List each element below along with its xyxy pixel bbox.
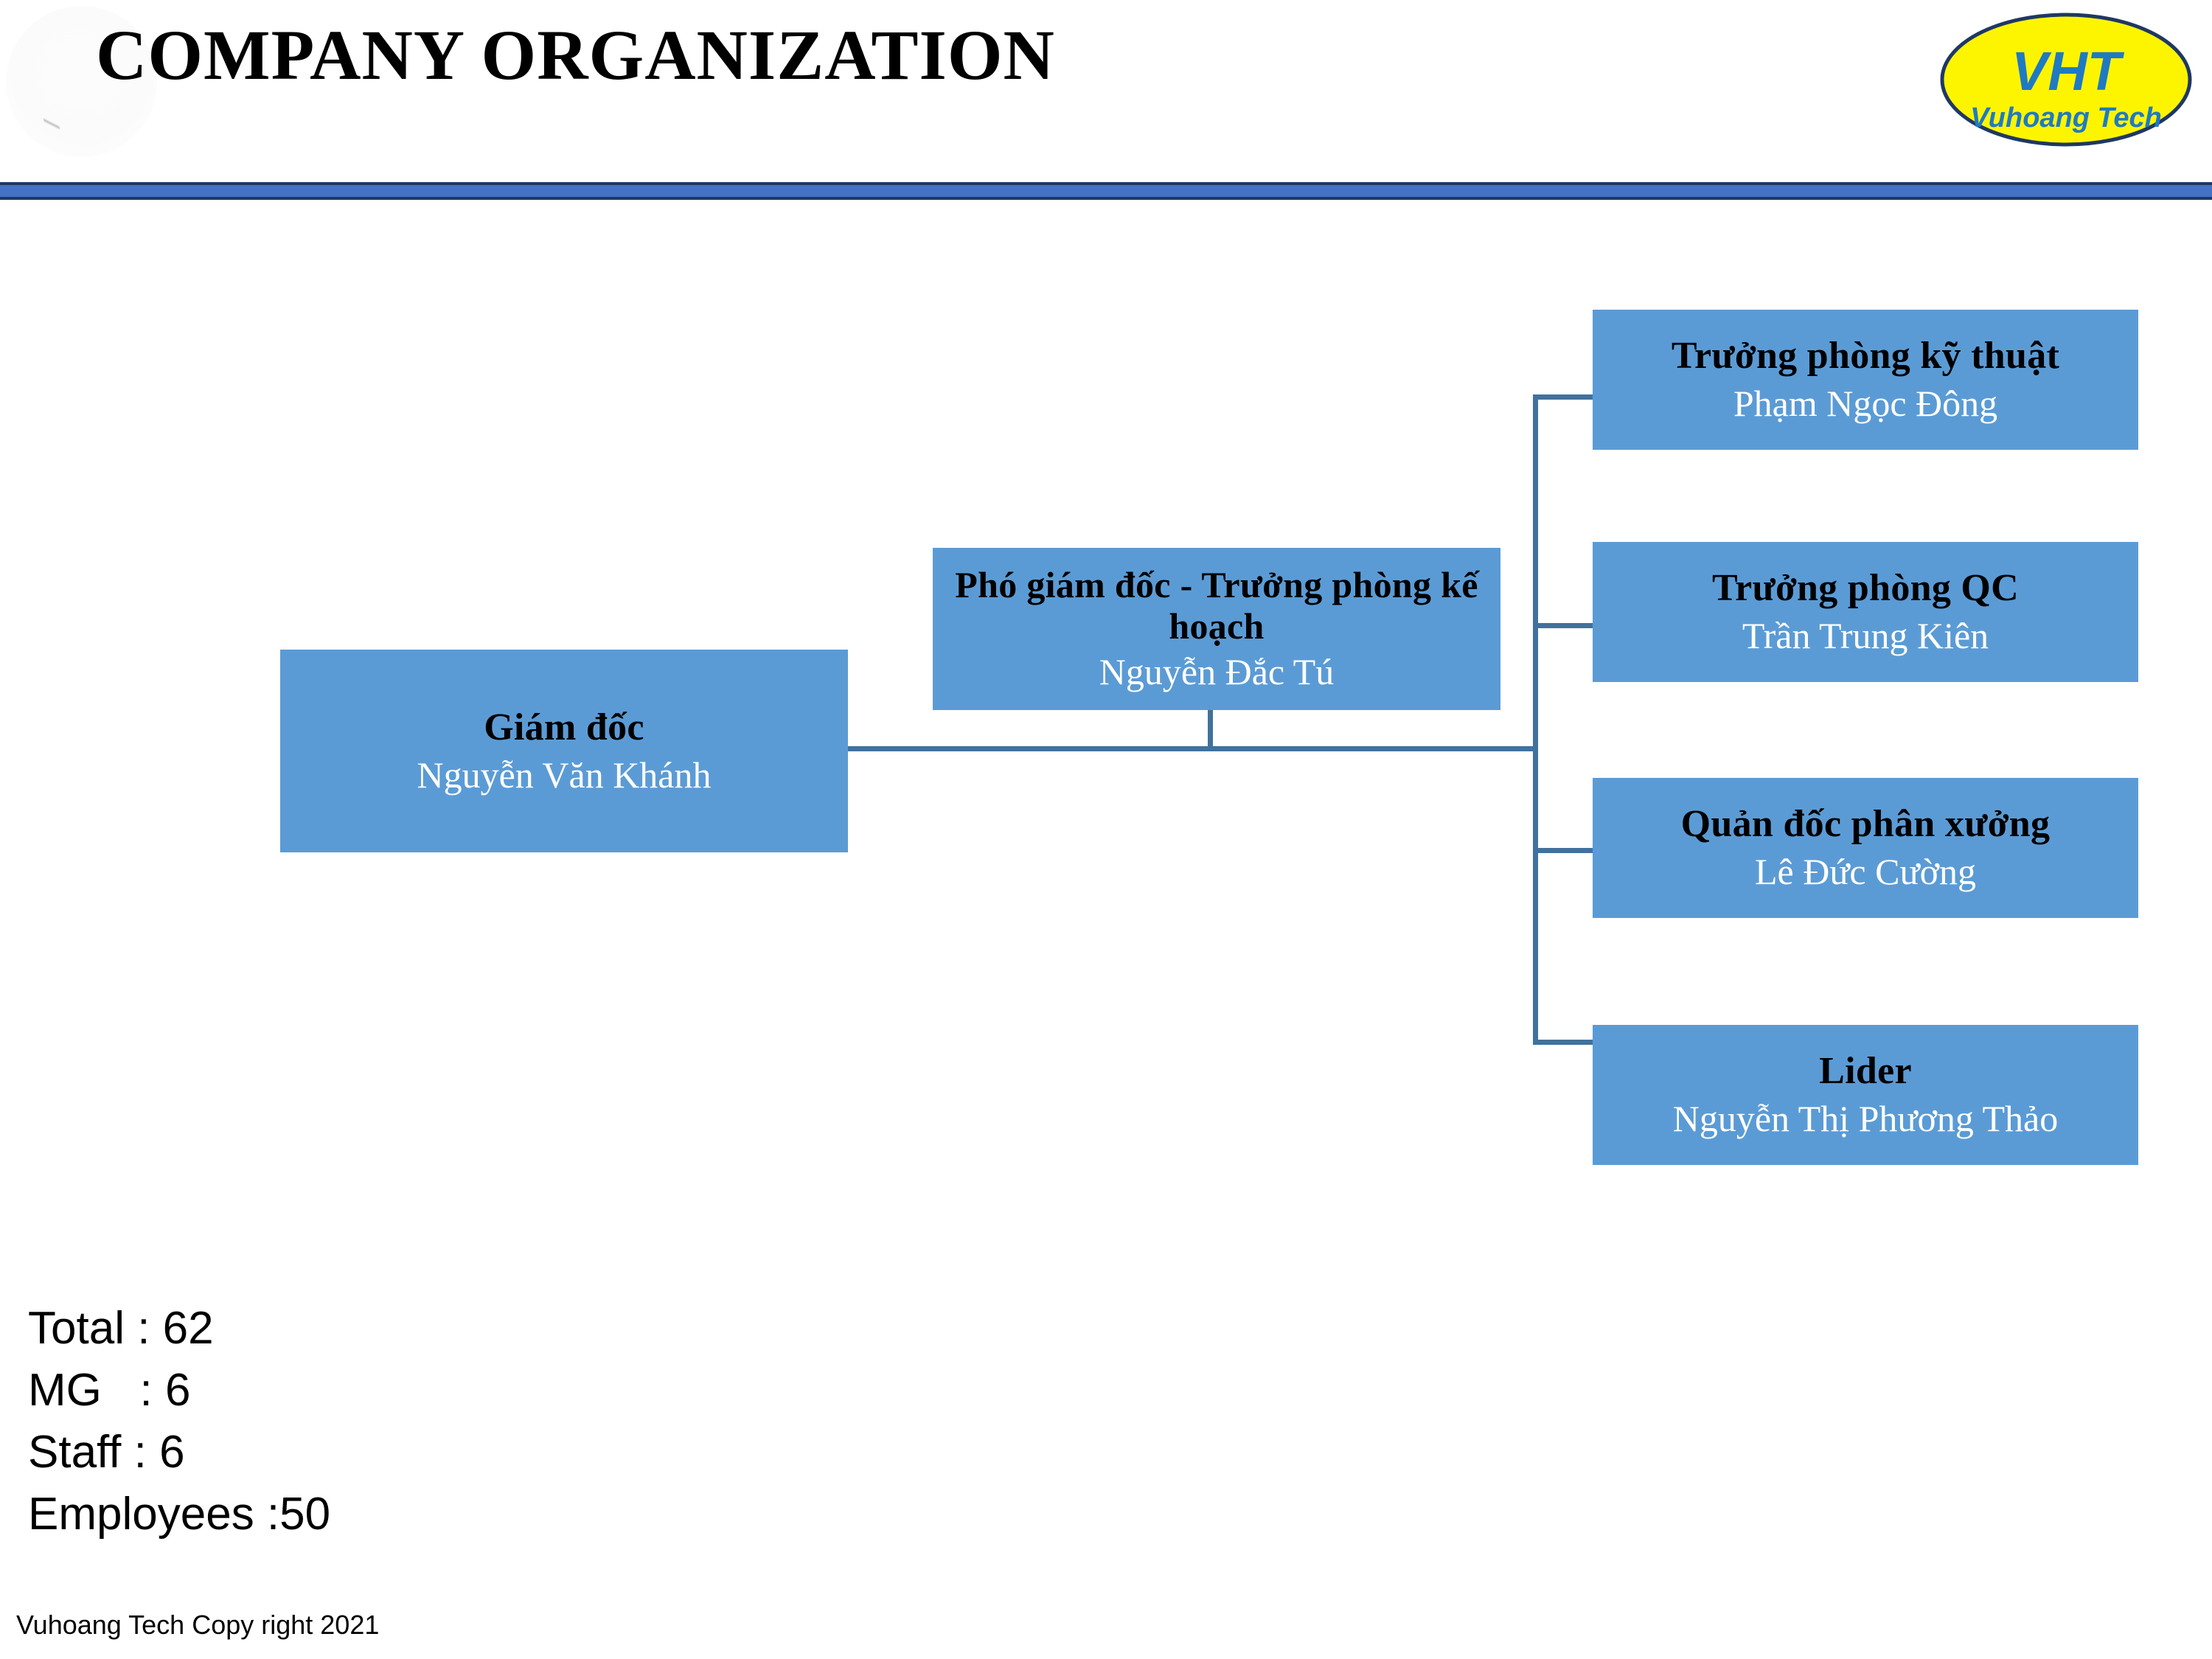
connector-branch-qc-manager <box>1533 623 1596 628</box>
stat-mg: MG : 6 <box>28 1365 191 1416</box>
org-node-deputy-director[interactable]: Phó giám đốc - Trưởng phòng kế hoạch Ngu… <box>933 548 1500 710</box>
logo-secondary-text: Vuhoang Tech <box>1970 102 2162 133</box>
stat-employees: Employees :50 <box>28 1489 331 1540</box>
org-node-lider-title: Lider <box>1819 1050 1912 1092</box>
org-node-qc-manager-title: Trưởng phòng QC <box>1711 567 2020 609</box>
logo-primary-text: VHT <box>2011 41 2125 102</box>
header-divider-bottom-edge <box>0 197 2212 200</box>
page-title: COMPANY ORGANIZATION <box>96 15 1055 94</box>
stat-total: Total : 62 <box>28 1303 214 1354</box>
connector-vertical-trunk <box>1533 394 1538 1044</box>
header-divider <box>0 182 2212 200</box>
watermark-circle <box>6 6 157 157</box>
org-node-workshop-manager[interactable]: Quản đốc phân xưởng Lê Đức Cường <box>1593 778 2138 918</box>
org-node-lider[interactable]: Lider Nguyễn Thị Phương Thảo <box>1593 1025 2138 1165</box>
org-node-deputy-director-name: Nguyễn Đắc Tú <box>1099 651 1335 692</box>
org-node-workshop-manager-name: Lê Đức Cường <box>1754 851 1977 892</box>
org-node-deputy-director-title: Phó giám đốc - Trưởng phòng kế hoạch <box>955 564 1478 647</box>
connector-deputy-stub <box>1208 710 1213 748</box>
org-node-director-name: Nguyễn Văn Khánh <box>417 754 712 796</box>
org-chart: Giám đốc Nguyễn Văn Khánh Phó giám đốc -… <box>0 200 2212 1269</box>
org-node-tech-manager-name: Phạm Ngọc Đông <box>1733 383 1998 424</box>
org-node-director[interactable]: Giám đốc Nguyễn Văn Khánh <box>280 650 848 852</box>
org-node-tech-manager[interactable]: Trưởng phòng kỹ thuật Phạm Ngọc Đông <box>1593 310 2138 450</box>
vht-logo: VHT Vuhoang Tech <box>1939 10 2194 149</box>
org-node-lider-name: Nguyễn Thị Phương Thảo <box>1672 1098 2059 1139</box>
org-node-tech-manager-title: Trưởng phòng kỹ thuật <box>1671 335 2060 377</box>
footer-copyright: Vuhoang Tech Copy right 2021 <box>16 1610 380 1640</box>
org-node-workshop-manager-title: Quản đốc phân xưởng <box>1680 803 2051 845</box>
header-divider-band <box>0 185 2212 197</box>
logo-ellipse-shape <box>1940 13 2192 147</box>
connector-branch-lider <box>1533 1040 1596 1045</box>
header-divider-top-edge <box>0 182 2212 185</box>
connector-branch-tech-manager <box>1533 394 1596 400</box>
headcount-stats: Total : 62 MG : 6 Staff : 6 Employees :5… <box>28 1298 692 1545</box>
connector-branch-workshop-manager <box>1533 848 1596 853</box>
org-node-director-title: Giám đốc <box>484 706 644 748</box>
watermark-mark-icon <box>43 115 60 133</box>
org-node-qc-manager-name: Trần Trung Kiên <box>1742 615 1989 656</box>
connector-director-to-trunk <box>848 746 1538 751</box>
org-node-qc-manager[interactable]: Trưởng phòng QC Trần Trung Kiên <box>1593 542 2138 682</box>
stat-staff: Staff : 6 <box>28 1427 185 1478</box>
